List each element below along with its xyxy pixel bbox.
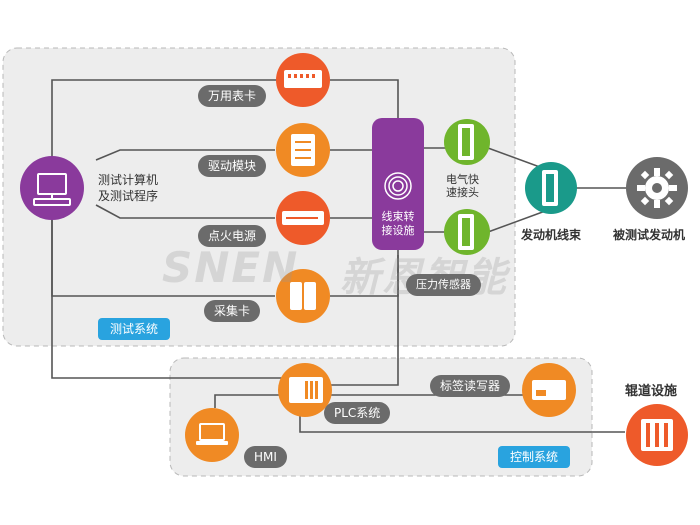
ignition-power-label: 点火电源 — [198, 225, 267, 247]
pressure-sensor-label: 压力传感器 — [406, 274, 481, 296]
acquisition-card-label: 采集卡 — [204, 300, 261, 322]
laptop-icon — [196, 423, 228, 445]
cable-coil-icon — [384, 172, 412, 200]
card-icon — [284, 70, 322, 88]
driver-module-label: 驱动模块 — [198, 155, 267, 177]
tag-reader-label: 标签读写器 — [430, 375, 511, 397]
watermark-latin: SNEN — [162, 243, 300, 292]
computer-label: 测试计算机 及测试程序 — [98, 173, 159, 203]
acquisition-card-node — [276, 269, 330, 323]
daq-card-icon — [290, 282, 302, 310]
computer-icon — [33, 173, 71, 206]
test-system-badge: 测试系统 — [98, 318, 171, 340]
roller-track-label: 辊道设施 — [625, 384, 678, 399]
harness-hub-node — [372, 118, 424, 250]
multimeter-card-label: 万用表卡 — [198, 85, 267, 107]
hmi-label: HMI — [244, 446, 287, 468]
test-computer-node — [20, 156, 84, 220]
quick-connector-label: 电气快 速接头 — [446, 173, 479, 199]
plc-label: PLC系统 — [324, 402, 391, 424]
engine-under-test-label: 被测试发动机 — [613, 228, 686, 242]
hmi-node — [185, 408, 239, 462]
harness-hub-label: 线束转 接设施 — [381, 210, 415, 237]
control-system-badge: 控制系统 — [498, 446, 571, 468]
engine-harness-label: 发动机线束 — [521, 228, 582, 242]
